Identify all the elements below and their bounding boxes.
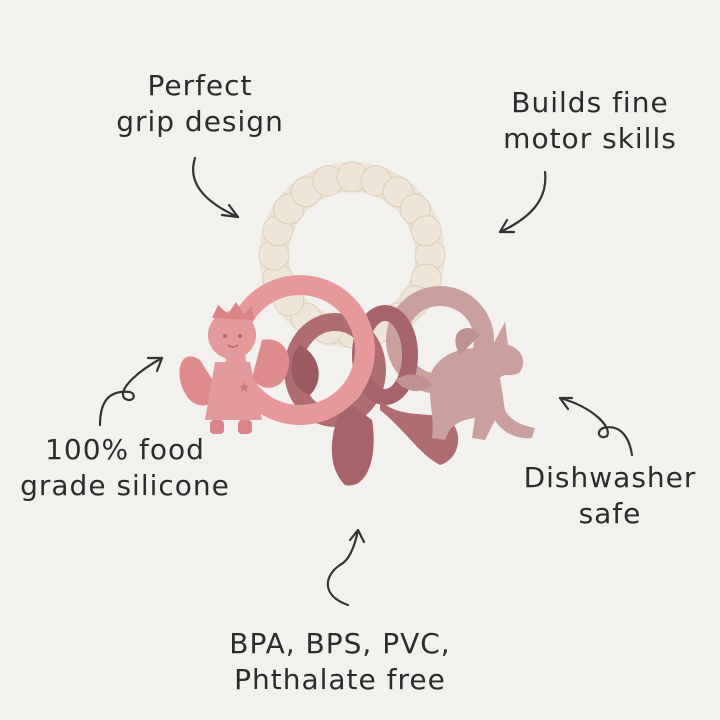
bpa-free-callout: BPA, BPS, PVC, Phthalate free	[190, 626, 490, 698]
curved-arrow-icon	[192, 156, 240, 219]
fairy-teether-icon: ★	[179, 302, 290, 434]
callout-line: grip design	[116, 105, 284, 138]
callout-line: BPA, BPS, PVC,	[229, 627, 451, 660]
callout-line: Dishwasher	[523, 461, 697, 494]
curved-arrow-icon	[498, 170, 547, 234]
dishwasher-callout: Dishwasher safe	[495, 460, 720, 532]
unicorn-teether-icon	[395, 322, 535, 440]
curved-arrow-icon	[558, 396, 634, 457]
curved-arrow-icon	[326, 528, 366, 607]
grip-design-callout: Perfect grip design	[100, 68, 300, 140]
callout-line: Perfect	[147, 69, 253, 102]
svg-text:★: ★	[238, 380, 251, 396]
motor-skills-callout: Builds fine motor skills	[480, 85, 700, 157]
callout-line: grade silicone	[20, 469, 230, 502]
callout-line: motor skills	[503, 122, 677, 155]
bead	[410, 215, 442, 247]
callout-line: Builds fine	[511, 86, 669, 119]
callout-line: safe	[578, 497, 642, 530]
food-grade-callout: 100% food grade silicone	[0, 432, 250, 504]
callout-line: Phthalate free	[234, 663, 446, 696]
curved-arrow-icon	[98, 356, 164, 427]
callout-line: 100% food	[45, 433, 205, 466]
